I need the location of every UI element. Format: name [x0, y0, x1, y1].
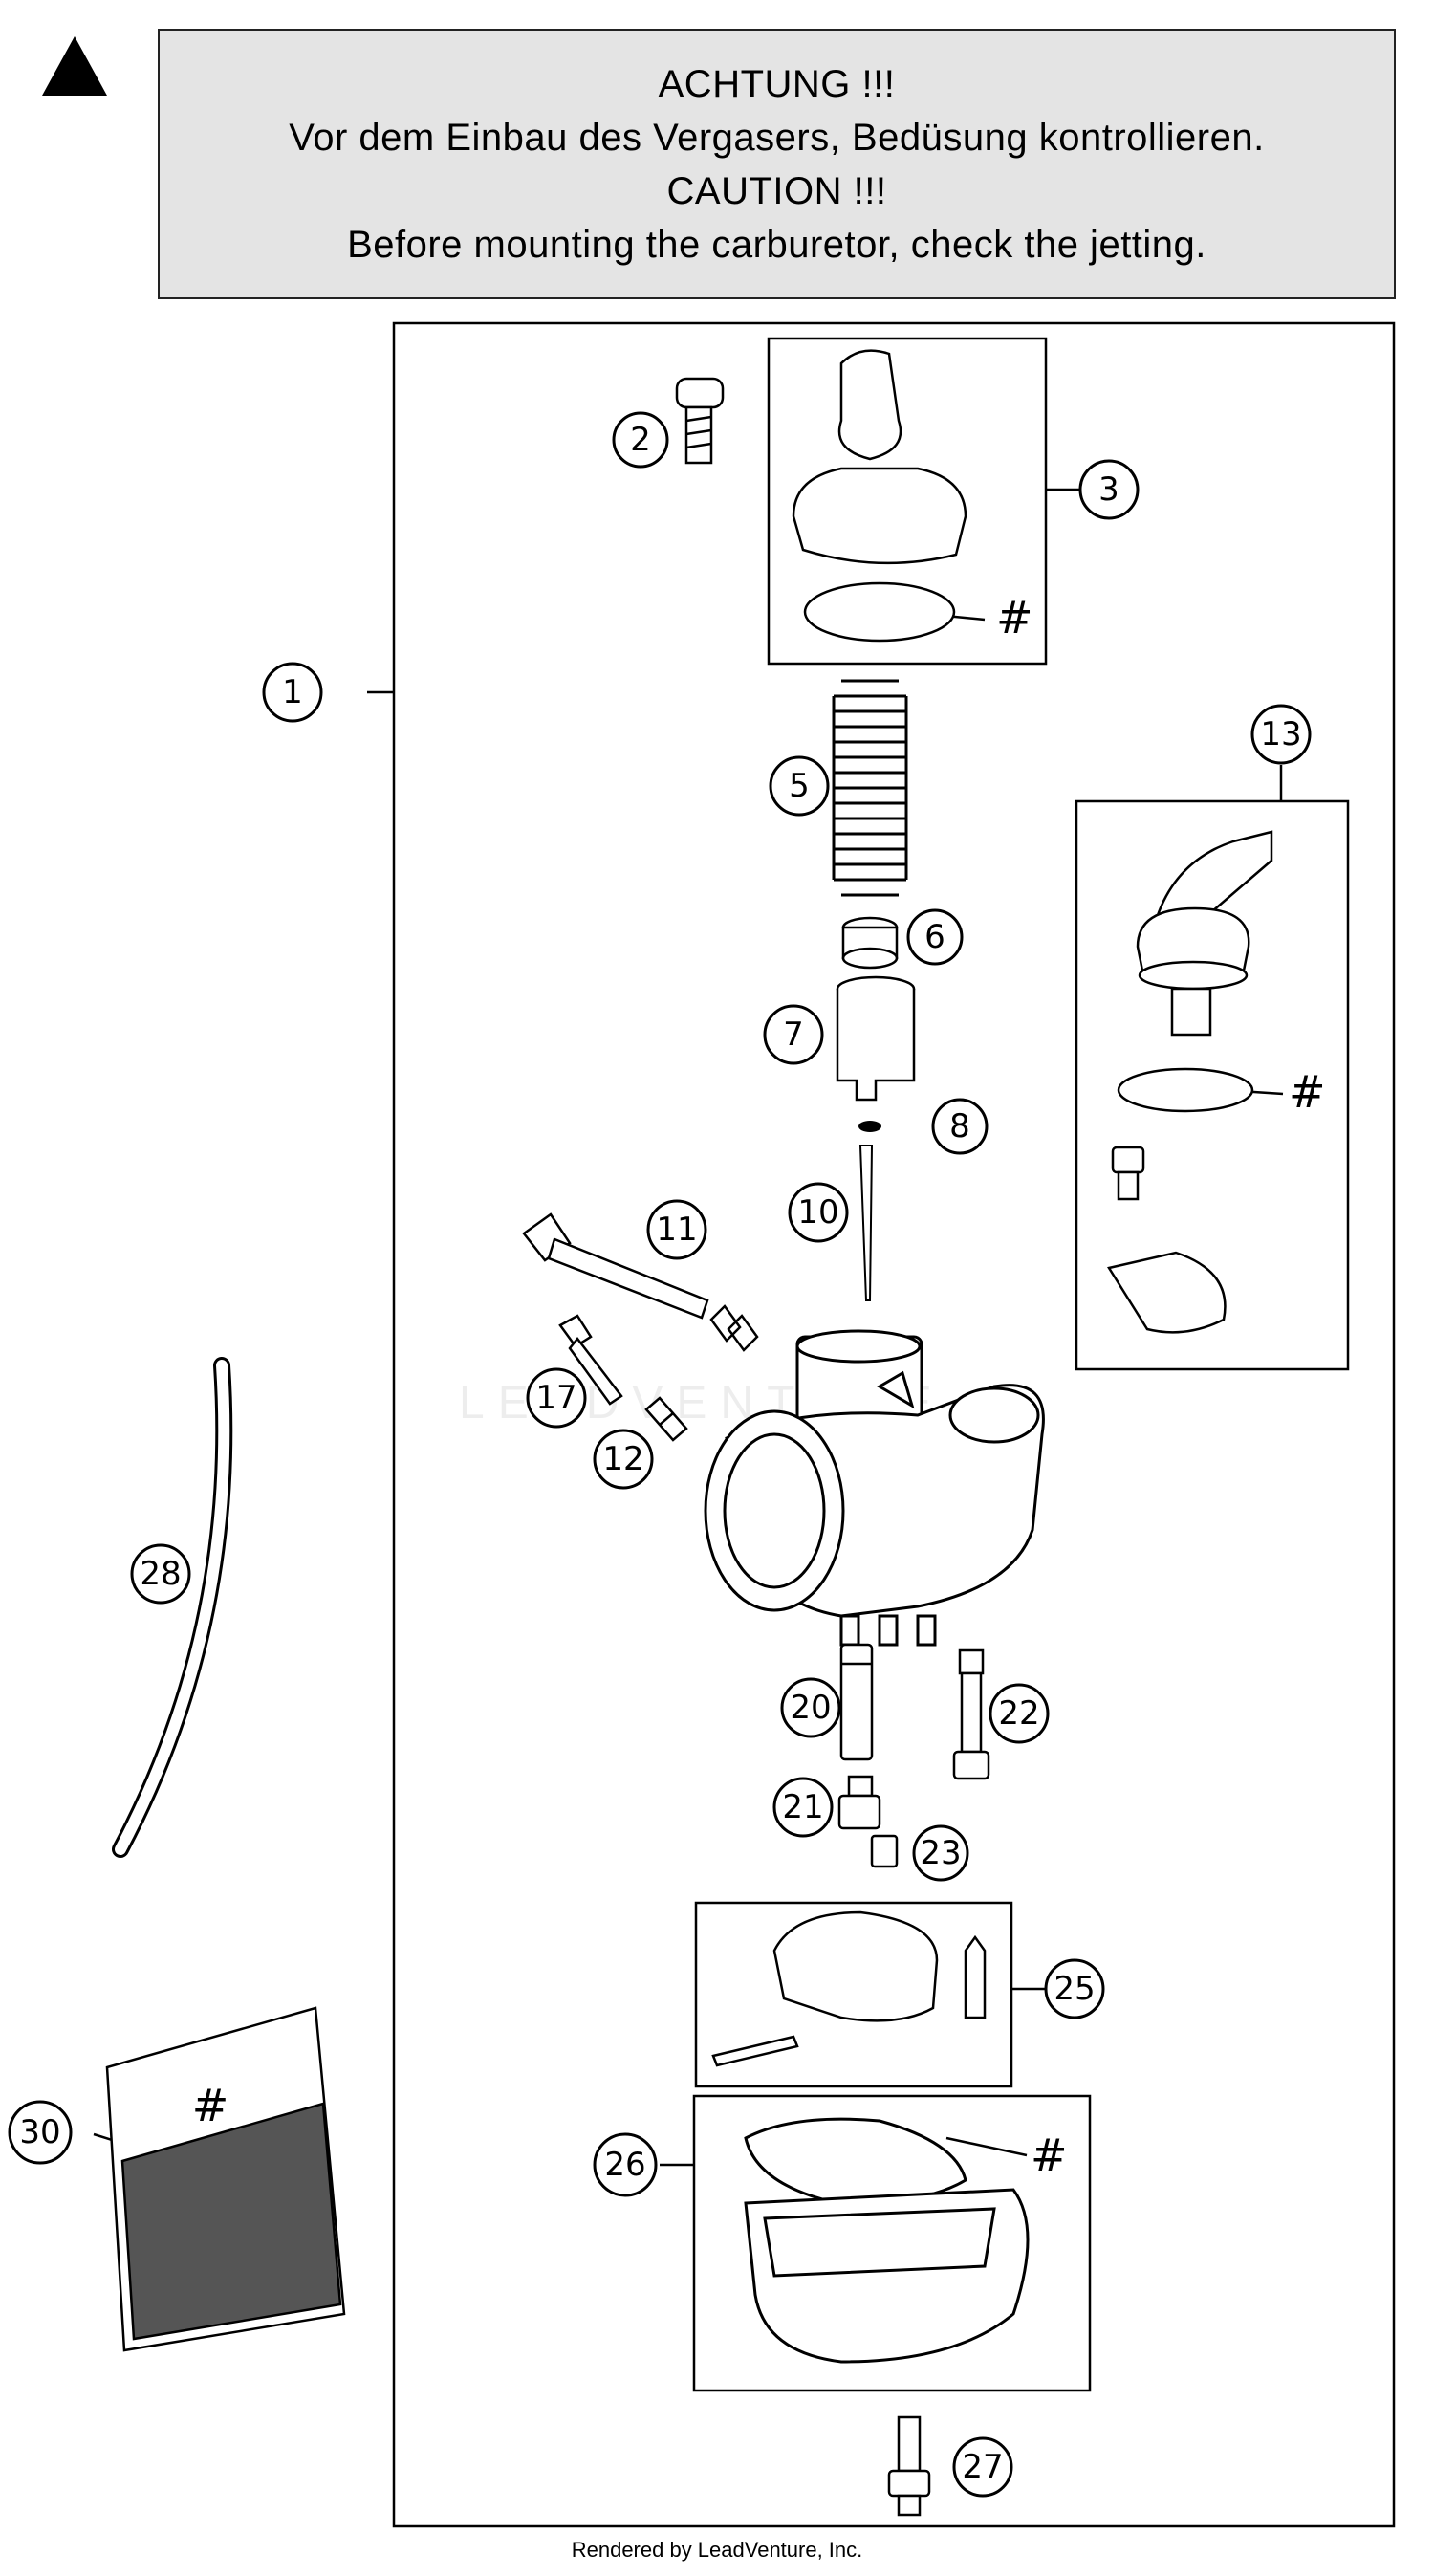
- hash-mark-13: #: [1289, 1066, 1326, 1118]
- callout-6: 6: [906, 908, 964, 966]
- part-3-cap: [792, 349, 967, 643]
- part-25-float: [711, 1910, 987, 2067]
- svg-text:8: 8: [949, 1107, 970, 1146]
- svg-text:#: #: [192, 2080, 229, 2131]
- part-30-jet-bag: #: [105, 2006, 346, 2352]
- assembly-frame: [392, 321, 1396, 2528]
- svg-text:23: 23: [920, 1834, 961, 1872]
- svg-text:2: 2: [630, 421, 651, 459]
- part-21-main-jet: [837, 1775, 881, 1830]
- part-2-screw: [675, 377, 725, 465]
- svg-text:25: 25: [1054, 1970, 1095, 2008]
- callout-17: 17: [526, 1367, 587, 1429]
- part-26-float-bowl: [744, 2117, 1030, 2364]
- part-26-box: [692, 2094, 1092, 2392]
- warning-triangle-icon: [42, 36, 107, 96]
- callout-1: 1: [262, 662, 323, 723]
- callout-10: 10: [788, 1182, 849, 1243]
- part-8-clip: [858, 1121, 881, 1132]
- callout-7: 7: [763, 1004, 824, 1065]
- callout-13: 13: [1250, 704, 1312, 765]
- callout-25: 25: [1044, 1958, 1105, 2019]
- hash-mark-3: #: [996, 592, 1033, 644]
- caution-line-de-text: Vor dem Einbau des Vergasers, Bedüsung k…: [289, 116, 1265, 159]
- part-25-box: [694, 1901, 1013, 2088]
- callout-5: 5: [769, 755, 830, 817]
- part-13-choke: [1107, 830, 1273, 1334]
- part-10-needle: [858, 1145, 874, 1301]
- callout-12: 12: [593, 1429, 654, 1490]
- part-11-screw: [522, 1212, 759, 1352]
- svg-text:30: 30: [19, 2113, 60, 2151]
- part-22-pilot-jet: [952, 1648, 990, 1780]
- svg-text:27: 27: [962, 2448, 1003, 2486]
- part-20-jet-tube: [839, 1643, 874, 1761]
- callout-11: 11: [646, 1199, 707, 1260]
- callout-8: 8: [931, 1098, 989, 1155]
- part-13-box: [1075, 799, 1350, 1371]
- callout-28: 28: [130, 1543, 191, 1605]
- svg-text:10: 10: [797, 1193, 838, 1232]
- svg-text:1: 1: [282, 673, 303, 711]
- svg-text:11: 11: [656, 1211, 697, 1249]
- callout-26: 26: [593, 2132, 658, 2197]
- callout-3: 3: [1078, 459, 1140, 520]
- callout-2: 2: [612, 411, 669, 469]
- hash-mark-26: #: [1031, 2129, 1068, 2181]
- svg-text:13: 13: [1260, 715, 1301, 753]
- callout-20: 20: [780, 1677, 841, 1738]
- part-7-slide: [836, 975, 916, 1102]
- svg-text:26: 26: [604, 2146, 645, 2184]
- svg-text:17: 17: [535, 1379, 576, 1417]
- part-6-retainer: [841, 916, 899, 970]
- svg-text:20: 20: [790, 1689, 831, 1727]
- part-5-spring: [832, 679, 908, 897]
- part-23-jet: [870, 1834, 899, 1868]
- callout-21: 21: [772, 1777, 834, 1838]
- caution-line-en-text: Before mounting the carburetor, check th…: [347, 223, 1206, 266]
- callout-30: 30: [8, 2100, 73, 2165]
- part-27-screw: [887, 2415, 931, 2517]
- carburetor-body: [704, 1329, 1045, 1647]
- callout-23: 23: [912, 1824, 969, 1882]
- part-12-spring: [644, 1396, 688, 1442]
- caution-banner: ACHTUNG !!! Vor dem Einbau des Vergasers…: [158, 29, 1396, 299]
- svg-text:28: 28: [140, 1555, 181, 1593]
- callout-27: 27: [952, 2436, 1013, 2498]
- svg-text:7: 7: [783, 1015, 804, 1054]
- svg-text:6: 6: [924, 918, 945, 956]
- svg-text:3: 3: [1098, 470, 1119, 509]
- svg-text:12: 12: [602, 1440, 643, 1478]
- caution-line-en-title: CAUTION !!!: [666, 169, 887, 212]
- part-17-screw: [558, 1314, 623, 1406]
- svg-text:5: 5: [789, 767, 810, 805]
- footer-credit: Rendered by LeadVenture, Inc.: [571, 2538, 863, 2562]
- svg-text:21: 21: [782, 1788, 823, 1826]
- svg-text:22: 22: [998, 1694, 1039, 1733]
- part-3-box: [767, 337, 1048, 666]
- callout-22: 22: [989, 1683, 1050, 1744]
- caution-line-de-title: ACHTUNG !!!: [658, 62, 896, 105]
